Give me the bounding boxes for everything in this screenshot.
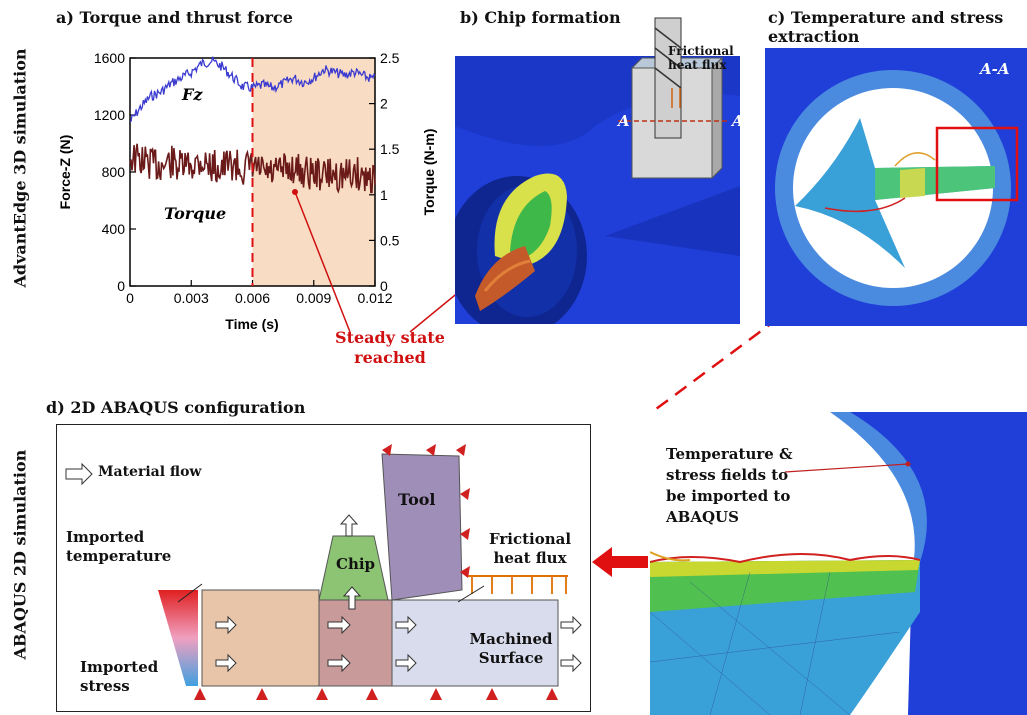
frictional-heat-flux-label: Frictional heat flux xyxy=(488,530,572,567)
tool-shape xyxy=(381,453,463,601)
x-tick-label: 0.012 xyxy=(357,290,392,306)
fz-series-line xyxy=(129,56,376,123)
abaqus-config-diagram xyxy=(65,444,582,700)
panel-c-title-1: c) Temperature and stress xyxy=(768,8,1004,27)
imported-field-wedge xyxy=(158,590,198,686)
chip-label: Chip xyxy=(336,555,376,573)
zoom-annotation: Temperature & stress fields to be import… xyxy=(666,445,793,526)
y-left-tick-label: 0 xyxy=(117,278,125,294)
panel-c-title-2: extraction xyxy=(768,27,860,46)
y-right-tick-label: 2 xyxy=(380,96,388,112)
x-axis-label: Time (s) xyxy=(225,316,278,332)
imported-temperature-label: Imported temperature xyxy=(66,528,172,565)
temperature-stress-image xyxy=(765,48,1027,326)
tool-label: Tool xyxy=(398,490,436,509)
section-aa-label: A-A xyxy=(980,60,1010,78)
panel-b-title: b) Chip formation xyxy=(460,8,621,27)
steady-state-label: Steady state reached xyxy=(335,328,445,367)
chip-formation-image xyxy=(455,56,740,324)
y-right-axis-label: Torque (N-m) xyxy=(421,129,437,216)
workpiece-block-1 xyxy=(201,589,320,687)
y-left-axis-label: Force-Z (N) xyxy=(57,135,73,210)
x-tick-label: 0.009 xyxy=(296,290,331,306)
y-left-tick-label: 1200 xyxy=(94,107,125,123)
y-left-tick-label: 800 xyxy=(102,164,126,180)
fz-series-label: Fz xyxy=(181,85,203,104)
material-flow-legend-arrow xyxy=(65,462,93,486)
panel-a-title: a) Torque and thrust force xyxy=(56,8,293,27)
workpiece-block-2 xyxy=(318,599,393,687)
import-arrow xyxy=(592,547,648,577)
y-right-tick-label: 0 xyxy=(380,278,388,294)
y-right-tick-label: 0.5 xyxy=(380,232,400,248)
drill-inset xyxy=(618,17,730,180)
frictional-heat-flux-inset-label: Frictional heat flux xyxy=(668,44,734,72)
x-tick-label: 0.003 xyxy=(174,290,209,306)
x-tick-label: 0 xyxy=(126,290,134,306)
section-marker-right: A xyxy=(732,112,744,130)
y-left-tick-label: 1600 xyxy=(94,50,125,66)
panel-d-title: d) 2D ABAQUS configuration xyxy=(46,398,306,417)
y-right-tick-label: 1 xyxy=(380,187,388,203)
y-right-tick-label: 1.5 xyxy=(380,141,400,157)
chip-shape xyxy=(318,535,389,601)
zoomed-mesh-image xyxy=(650,412,1027,715)
y-left-tick-label: 400 xyxy=(102,221,126,237)
workpiece-block-3 xyxy=(391,599,559,687)
material-flow-legend-label: Material flow xyxy=(98,464,202,480)
x-tick-label: 0.006 xyxy=(235,290,270,306)
torque-series-line xyxy=(129,143,376,194)
y-right-tick-label: 2.5 xyxy=(380,50,400,66)
section-marker-left: A xyxy=(618,112,630,130)
imported-stress-label: Imported stress xyxy=(80,658,159,695)
machined-surface-label: Machined Surface xyxy=(469,630,553,667)
torque-series-label: Torque xyxy=(164,204,226,223)
